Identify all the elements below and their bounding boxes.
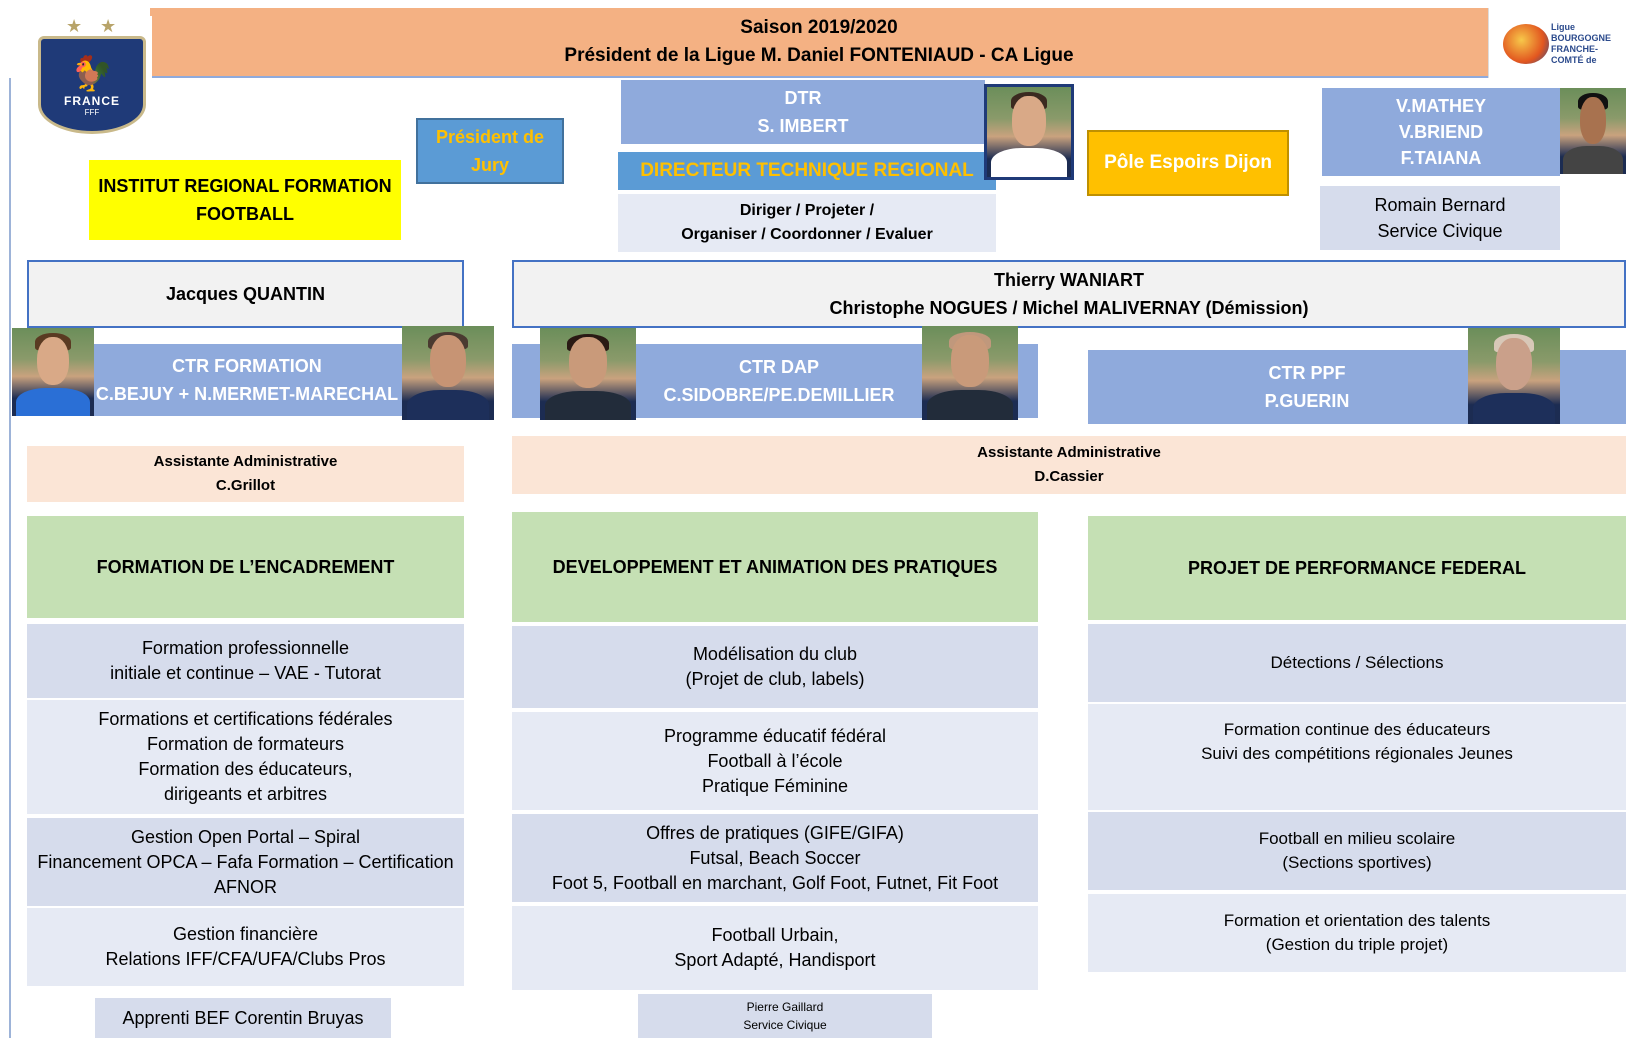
pole-espoirs-box: Pôle Espoirs Dijon [1087, 130, 1289, 196]
right-item-3: Football en milieu scolaire (Sections sp… [1088, 812, 1626, 890]
middle-manager: Thierry WANIART Christophe NOGUES / Mich… [512, 260, 1626, 328]
left-heading: FORMATION DE L’ENCADREMENT [27, 516, 464, 618]
rooster-icon: 🐓 [70, 54, 114, 93]
jury-president-box: Président de Jury [416, 118, 564, 184]
ligue-text: Ligue BOURGOGNE FRANCHE-COMTÉ de Footbal… [1551, 22, 1612, 65]
left-item-3: Gestion Open Portal – Spiral Financement… [27, 818, 464, 906]
middle-ctr-photo-2 [922, 326, 1018, 420]
left-ctr-photo-2 [402, 326, 494, 420]
middle-item-4: Football Urbain, Sport Adapté, Handispor… [512, 906, 1038, 990]
irff-box: INSTITUT REGIONAL FORMATION FOOTBALL [89, 160, 401, 240]
right-item-4: Formation et orientation des talents (Ge… [1088, 894, 1626, 972]
middle-ctr-box: CTR DAP C.SIDOBRE/PE.DEMILLIER [634, 344, 924, 418]
left-manager: Jacques QUANTIN [27, 260, 464, 328]
fff-shield: 🐓 FRANCE FFF [38, 36, 146, 134]
right-heading: PROJET DE PERFORMANCE FEDERAL [1088, 516, 1626, 620]
right-item-2: Formation continue des éducateurs Suivi … [1088, 704, 1626, 810]
middle-item-2: Programme éducatif fédéral Football à l’… [512, 712, 1038, 810]
right-item-1: Détections / Sélections [1088, 624, 1626, 702]
left-assistant: Assistante Administrative C.Grillot [27, 446, 464, 502]
middle-ctr-photo-1 [540, 328, 636, 420]
fff-text: FRANCE [64, 93, 120, 108]
left-ctr-photo-1 [12, 328, 94, 416]
left-item-1: Formation professionnelle initiale et co… [27, 624, 464, 698]
middle-assistant: Assistante Administrative D.Cassier [512, 436, 1626, 494]
dtr-box: DTR S. IMBERT [621, 80, 985, 144]
left-ctr-box: CTR FORMATION C.BEJUY + N.MERMET-MARECHA… [92, 344, 402, 416]
star-icon: ★ [66, 16, 83, 36]
left-border [9, 78, 11, 1038]
middle-item-1: Modélisation du club (Projet de club, la… [512, 626, 1038, 708]
ligue-logo: Ligue BOURGOGNE FRANCHE-COMTÉ de Footbal… [1488, 8, 1626, 78]
left-item-2: Formations et certifications fédérales F… [27, 700, 464, 814]
header-banner: Saison 2019/2020 Président de la Ligue M… [150, 8, 1488, 78]
ball-icon [1503, 24, 1549, 64]
civic-service-box: Romain Bernard Service Civique [1320, 186, 1560, 250]
league-president: Président de la Ligue M. Daniel FONTENIA… [564, 45, 1074, 66]
staff-photo [1560, 88, 1626, 174]
fff-sub: FFF [84, 107, 100, 117]
middle-heading: DEVELOPPEMENT ET ANIMATION DES PRATIQUES [512, 512, 1038, 622]
middle-civic-box: Pierre Gaillard Service Civique [638, 994, 932, 1038]
dtr-photo [984, 84, 1074, 180]
dtr-missions: Diriger / Projeter / Organiser / Coordon… [618, 194, 996, 252]
fff-logo: ★ ★ 🐓 FRANCE FFF [24, 16, 152, 136]
staff-box: V.MATHEY V.BRIEND F.TAIANA [1322, 88, 1560, 176]
middle-item-3: Offres de pratiques (GIFE/GIFA) Futsal, … [512, 814, 1038, 902]
season-title: Saison 2019/2020 [740, 17, 898, 38]
right-ctr-photo [1468, 328, 1560, 424]
left-item-4: Gestion financière Relations IFF/CFA/UFA… [27, 908, 464, 986]
apprentice-box: Apprenti BEF Corentin Bruyas [95, 998, 391, 1038]
star-icon: ★ [100, 16, 117, 36]
dtr-role: DIRECTEUR TECHNIQUE REGIONAL [618, 152, 996, 190]
